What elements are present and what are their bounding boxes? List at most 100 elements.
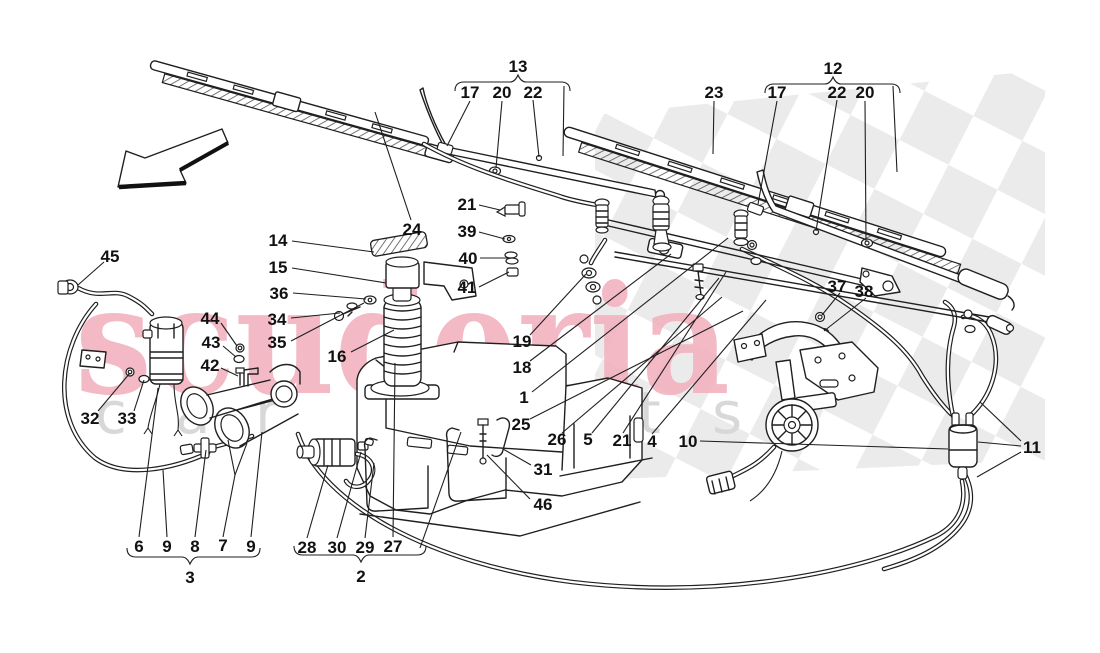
part-label: 19 xyxy=(513,332,532,351)
part-label: 21 xyxy=(458,195,477,214)
leader-line xyxy=(138,387,159,538)
part-label: 27 xyxy=(384,537,403,556)
leader-line xyxy=(364,462,375,539)
leader-line xyxy=(392,362,396,538)
part-label: 39 xyxy=(458,222,477,241)
leader-line xyxy=(532,99,540,158)
part-label: 42 xyxy=(201,356,220,375)
leader-line xyxy=(976,451,1022,478)
washer-jet-21-top xyxy=(495,201,526,217)
leader-line xyxy=(162,469,168,538)
part-label: 45 xyxy=(101,247,120,266)
leader-line xyxy=(821,292,841,316)
group-bracket xyxy=(764,75,901,94)
part-label: 9 xyxy=(246,537,255,556)
leader-line xyxy=(562,85,565,157)
part-label: 37 xyxy=(828,277,847,296)
part-label: 22 xyxy=(524,83,543,102)
bolt-46 xyxy=(477,418,489,465)
leader-line xyxy=(502,448,532,466)
part-label: 9 xyxy=(162,537,171,556)
leader-line xyxy=(234,442,248,476)
leader-line xyxy=(823,297,867,332)
part-label: 46 xyxy=(534,495,553,514)
part-label: 8 xyxy=(190,537,199,556)
leader-line xyxy=(622,271,727,434)
wiper-motor-assembly xyxy=(705,321,879,502)
leader-line xyxy=(220,367,239,377)
wiper-arm-right xyxy=(746,169,1015,311)
leader-line xyxy=(478,231,506,240)
part-label: 25 xyxy=(512,415,531,434)
hose-tee-fitting xyxy=(179,437,217,459)
part-label: 15 xyxy=(269,258,288,277)
leader-line xyxy=(336,451,362,539)
part-label: 44 xyxy=(201,309,220,328)
leader-line xyxy=(446,100,471,147)
leader-line xyxy=(133,379,145,412)
part-label: 17 xyxy=(768,83,787,102)
part-label: 6 xyxy=(134,537,143,556)
part-label: 16 xyxy=(328,347,347,366)
leader-line xyxy=(529,310,744,420)
part-label: 7 xyxy=(218,536,227,555)
part-label: 5 xyxy=(583,430,592,449)
leader-line xyxy=(591,277,720,434)
leader-line xyxy=(531,237,729,393)
group-bracket xyxy=(454,73,571,92)
part-label: 10 xyxy=(679,432,698,451)
part-label: 12 xyxy=(824,59,843,78)
watermark-letter: c xyxy=(95,379,127,447)
washer-jet-center xyxy=(652,195,672,252)
part-label: 3 xyxy=(185,568,194,587)
part-label: 11 xyxy=(1023,438,1041,457)
part-label: 34 xyxy=(268,310,287,329)
leader-line xyxy=(290,312,341,319)
leader-line xyxy=(250,431,263,538)
part-label: 4 xyxy=(647,432,657,451)
leader-line xyxy=(478,204,501,211)
blade-clip-17-right xyxy=(746,201,765,216)
leader-line xyxy=(864,100,867,242)
air-horns xyxy=(179,363,301,459)
part-label: 36 xyxy=(270,284,289,303)
leader-line xyxy=(699,440,949,450)
part-label: 20 xyxy=(493,83,512,102)
leader-line xyxy=(291,267,387,284)
leader-lines xyxy=(77,85,1022,549)
leader-line xyxy=(892,85,898,173)
part-label: 35 xyxy=(268,333,287,352)
leader-line xyxy=(97,372,131,412)
leader-line xyxy=(220,322,238,347)
washer-jet-right xyxy=(733,209,749,247)
grommets-18-19 xyxy=(579,254,602,305)
leader-line xyxy=(979,401,1022,442)
leader-line xyxy=(977,441,1022,447)
group-bracket xyxy=(126,547,261,566)
leader-line xyxy=(350,329,395,353)
part-label: 20 xyxy=(856,83,875,102)
washer-jet-left xyxy=(594,198,610,234)
part-label: 30 xyxy=(328,538,347,557)
watermark-letter: s xyxy=(712,379,742,447)
part-label: 38 xyxy=(855,282,874,301)
direction-arrow-icon xyxy=(117,128,229,190)
leader-line xyxy=(222,345,237,358)
part-label: 14 xyxy=(269,231,288,250)
leader-line xyxy=(757,100,778,205)
part-label: 17 xyxy=(461,83,480,102)
part-label: 33 xyxy=(118,409,137,428)
leader-line xyxy=(291,240,375,253)
leader-line xyxy=(712,100,715,155)
grommet-20-right xyxy=(860,238,874,248)
part-label: 29 xyxy=(356,538,375,557)
bolt-4 xyxy=(692,263,705,301)
washer-stack-39-40-41 xyxy=(502,234,519,277)
leader-line xyxy=(374,111,412,221)
bracket-42-hardware xyxy=(233,343,259,387)
leader-line xyxy=(486,454,531,500)
leader-line xyxy=(495,100,503,169)
part-label: 32 xyxy=(81,409,100,428)
part-label: 40 xyxy=(459,249,478,268)
